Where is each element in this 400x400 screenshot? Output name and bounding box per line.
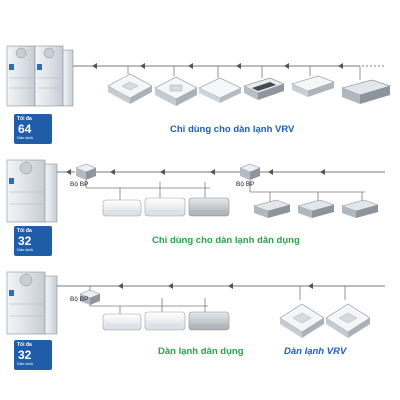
ducted-indoor-unit — [341, 199, 379, 218]
flow-arrow — [320, 169, 325, 175]
row-1-outdoor-units — [6, 45, 74, 107]
bp-box — [239, 163, 261, 180]
row-2-wall-units — [102, 197, 230, 217]
bp-box-label: Bộ BP — [70, 181, 89, 188]
row-3-outdoor-unit — [6, 271, 58, 335]
flow-arrow — [92, 63, 97, 69]
wall-mounted-indoor-unit — [102, 313, 142, 331]
row-3-caption-residential: Dàn lạnh dân dụng — [158, 346, 244, 357]
row-2-outdoor-unit — [6, 159, 58, 223]
flow-arrow — [284, 63, 289, 69]
ducted-indoor-unit — [341, 79, 391, 104]
flow-arrow — [66, 169, 71, 175]
row-2-caption: Chỉ dùng cho dàn lạnh dân dụng — [152, 235, 300, 246]
wall-mounted-indoor-unit — [188, 311, 230, 331]
badge-number: 32 — [18, 234, 32, 248]
badge-unit: Dàn lạnh — [17, 247, 34, 252]
wall-mounted-indoor-unit — [144, 311, 186, 331]
badge-unit: Dàn lạnh — [17, 135, 34, 140]
row-2-ducted-units — [253, 199, 379, 218]
row-1-indoor-units — [107, 73, 391, 106]
outdoor-unit — [6, 45, 36, 107]
cassette-indoor-unit — [279, 303, 325, 338]
flow-arrow — [160, 169, 165, 175]
row-1-pipe — [73, 63, 385, 80]
flow-arrow — [228, 283, 233, 289]
flow-arrow — [118, 283, 123, 289]
cassette-indoor-unit — [154, 76, 198, 106]
flow-arrow — [268, 169, 273, 175]
ducted-indoor-unit — [243, 77, 285, 100]
bp-box — [79, 289, 101, 305]
cassette-indoor-unit — [325, 303, 371, 338]
flow-arrow — [236, 63, 241, 69]
flow-arrow — [110, 169, 115, 175]
capacity-badge: Tối đa 32 Dàn lạnh — [14, 340, 52, 370]
flow-arrow — [168, 283, 173, 289]
bp-box-label: Bộ BP — [70, 296, 89, 303]
wall-mounted-indoor-unit — [102, 199, 142, 217]
cassette-indoor-unit — [198, 77, 242, 103]
bp-box — [75, 163, 97, 180]
capacity-badge: Tối đa 64 Dàn lạnh — [14, 114, 52, 144]
row-3-wall-units — [102, 311, 230, 331]
wall-mounted-indoor-unit — [188, 197, 230, 217]
row-3-cassette-units — [279, 303, 371, 338]
flow-arrow — [188, 63, 193, 69]
row-1-caption: Chỉ dùng cho dàn lạnh VRV — [170, 124, 295, 135]
wall-mounted-indoor-unit — [144, 197, 186, 217]
ducted-indoor-unit — [297, 199, 335, 218]
outdoor-unit — [62, 49, 74, 107]
badge-unit: Dàn lạnh — [17, 361, 34, 366]
flow-arrow — [338, 63, 343, 69]
bp-box-label: Bộ BP — [236, 181, 255, 188]
badge-number: 64 — [18, 122, 32, 136]
flow-arrow — [140, 63, 145, 69]
ducted-indoor-unit — [253, 199, 291, 218]
badge-prefix: Tối đa — [17, 116, 32, 122]
row-3-pipes — [57, 283, 385, 314]
badge-prefix: Tối đa — [17, 228, 32, 234]
cassette-indoor-unit — [107, 73, 153, 104]
row-3-caption-vrv: Dàn lạnh VRV — [284, 346, 347, 357]
ceiling-suspended-indoor-unit — [291, 75, 335, 97]
capacity-badge: Tối đa 32 Dàn lạnh — [14, 226, 52, 256]
flow-arrow — [308, 283, 313, 289]
flow-arrow — [210, 169, 215, 175]
badge-number: 32 — [18, 348, 32, 362]
outdoor-unit — [34, 45, 64, 107]
badge-prefix: Tối đa — [17, 342, 32, 348]
